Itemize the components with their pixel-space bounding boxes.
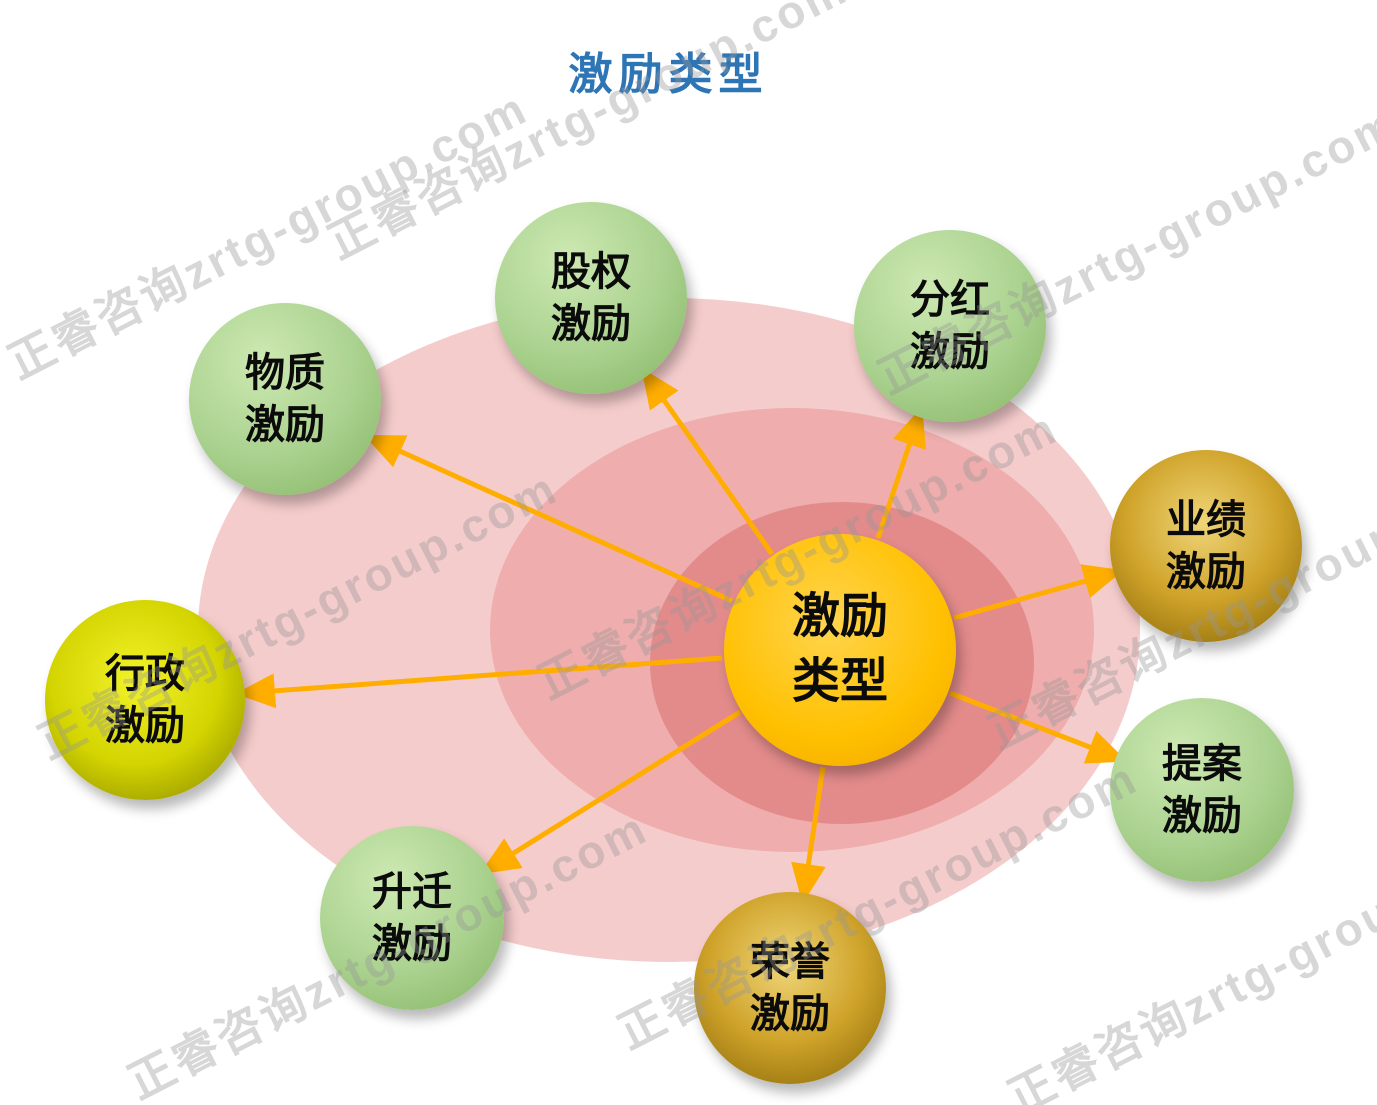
node-proposal-label: 提案 激励	[1162, 742, 1242, 838]
arrow-to-equity	[641, 367, 775, 556]
arrow-to-material	[363, 434, 734, 604]
node-material-incentive: 物质 激励	[189, 303, 381, 495]
node-dividend-label: 分红 激励	[910, 278, 990, 374]
arrow-to-promotion	[479, 709, 742, 875]
node-equity-label: 股权 激励	[551, 250, 631, 346]
arrow-to-performance	[953, 564, 1124, 621]
center-node: 激励 类型	[724, 534, 956, 766]
node-dividend-incentive: 分红 激励	[854, 230, 1046, 422]
node-performance-incentive: 业绩 激励	[1110, 450, 1302, 642]
node-administrative-label: 行政 激励	[105, 652, 185, 748]
node-administrative-incentive: 行政 激励	[45, 600, 245, 800]
node-equity-incentive: 股权 激励	[495, 202, 687, 394]
node-material-label: 物质 激励	[245, 351, 325, 447]
center-node-label: 激励 类型	[791, 590, 888, 708]
arrow-to-dividend	[875, 406, 927, 539]
node-proposal-incentive: 提案 激励	[1110, 698, 1294, 882]
node-honor-label: 荣誉 激励	[750, 940, 830, 1036]
node-performance-label: 业绩 激励	[1166, 498, 1246, 594]
arrow-to-administrative	[235, 655, 723, 709]
diagram-title: 激励类型	[568, 50, 769, 99]
arrow-to-honor	[791, 766, 826, 904]
arrow-to-proposal	[949, 690, 1128, 764]
node-promotion-label: 升迁 激励	[372, 870, 452, 966]
node-promotion-incentive: 升迁 激励	[320, 826, 504, 1010]
node-honor-incentive: 荣誉 激励	[694, 892, 886, 1084]
